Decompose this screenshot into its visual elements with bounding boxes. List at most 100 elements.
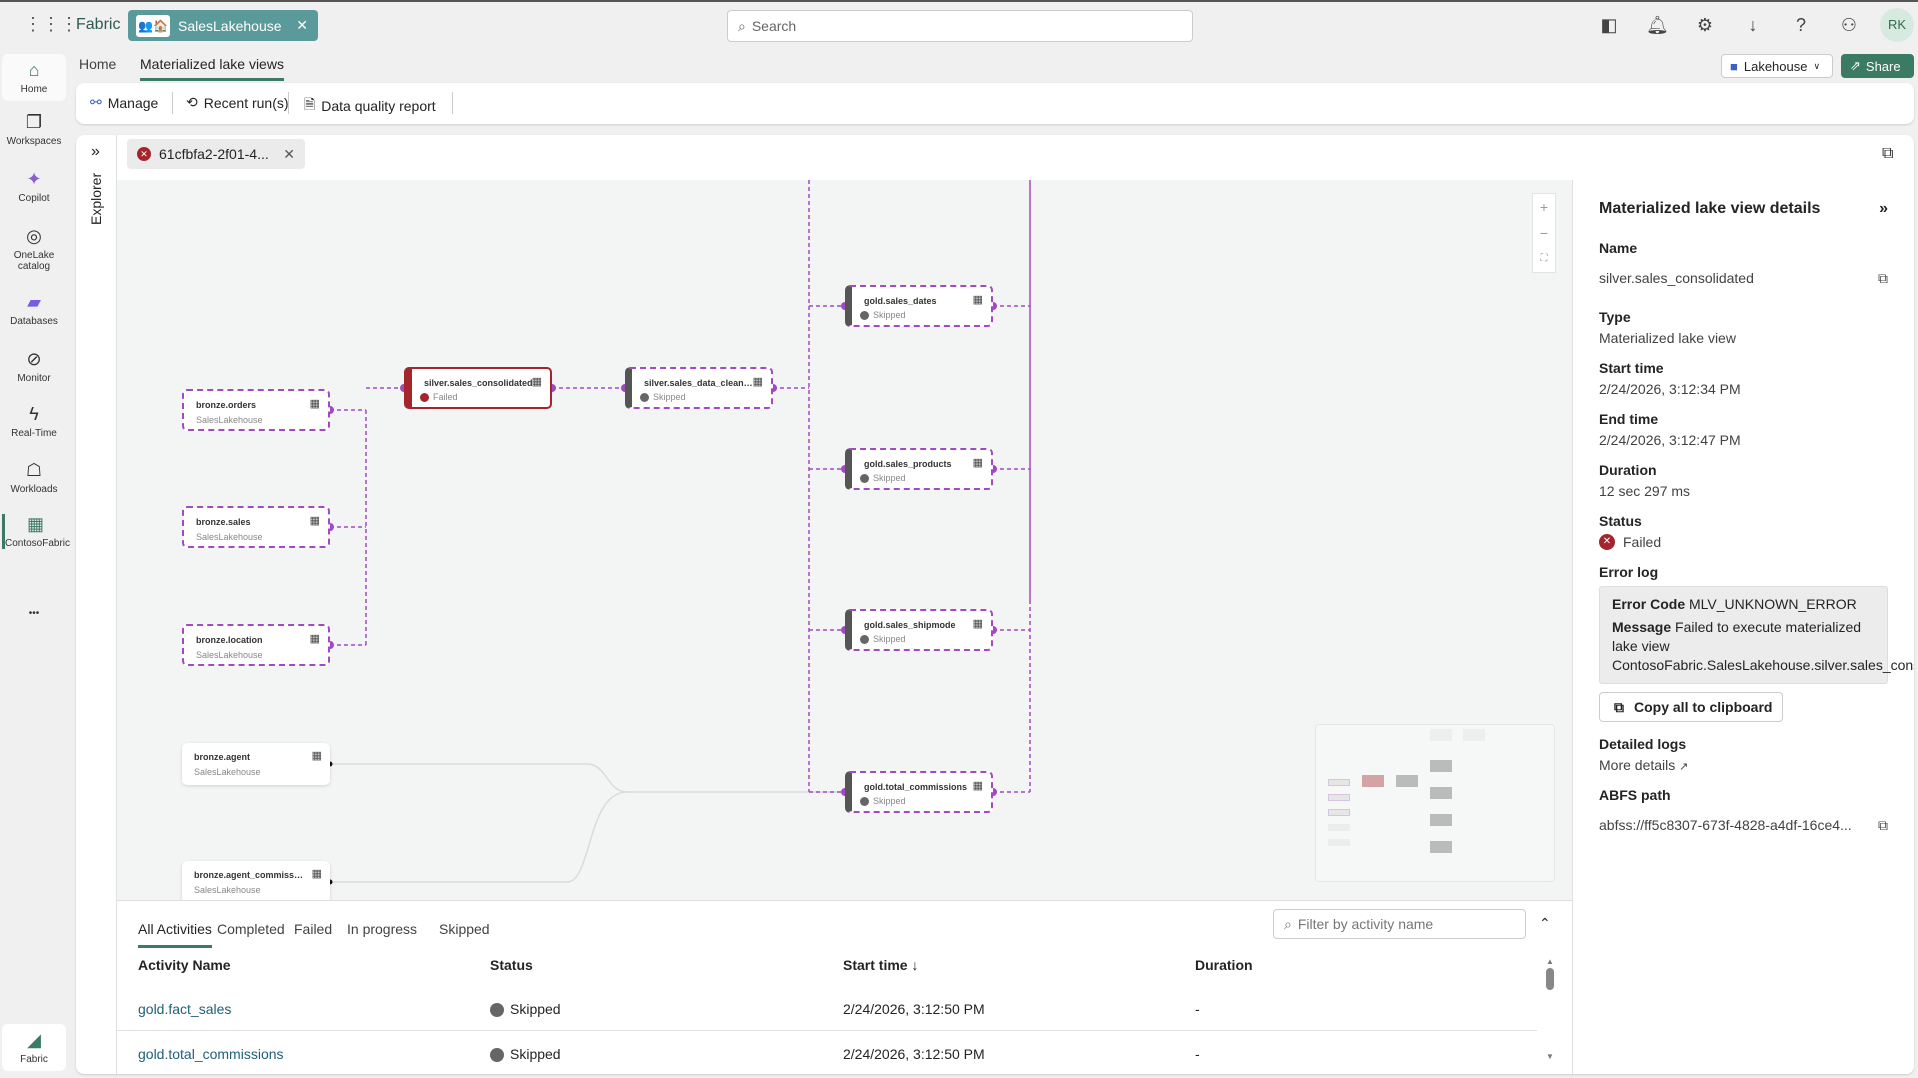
copy-all-button[interactable]: ⧉Copy all to clipboard: [1599, 692, 1783, 722]
zoom-out-icon[interactable]: −: [1539, 225, 1549, 241]
bell-icon[interactable]: 🔔︎: [1646, 15, 1669, 35]
lineage-node[interactable]: bronze.agent_commissio...▦SalesLakehouse: [182, 861, 330, 900]
minimap[interactable]: [1315, 724, 1555, 882]
gear-icon[interactable]: ⚙: [1696, 15, 1714, 35]
column-header-status[interactable]: Status: [490, 957, 533, 973]
item-tab[interactable]: 👥🏠 SalesLakehouse ✕: [128, 10, 318, 41]
zoom-in-icon[interactable]: +: [1539, 199, 1549, 215]
copy-icon[interactable]: ⧉: [1882, 145, 1894, 162]
lineage-node[interactable]: gold.sales_dates▦Skipped: [845, 285, 993, 327]
close-icon[interactable]: ✕: [283, 145, 295, 162]
scroll-down-icon[interactable]: ▼: [1546, 1052, 1554, 1061]
run-tab[interactable]: ✕ 61cfbfa2-2f01-4... ✕: [127, 139, 305, 169]
node-name: gold.sales_shipmode: [864, 620, 956, 630]
recent-runs-button[interactable]: ⟲Recent run(s): [186, 94, 289, 111]
run-tab-label: 61cfbfa2-2f01-4...: [159, 146, 269, 162]
copy-icon[interactable]: ⧉: [1878, 817, 1888, 833]
app-launcher-icon[interactable]: ⋮⋮⋮: [24, 14, 78, 34]
detailed-logs-label: Detailed logs: [1599, 736, 1687, 752]
start-time-cell: 2/24/2026, 3:12:50 PM: [843, 1046, 985, 1062]
lineage-node[interactable]: bronze.sales▦SalesLakehouse: [182, 506, 330, 548]
filter-input[interactable]: ⌕Filter by activity name: [1273, 909, 1526, 939]
lineage-node[interactable]: gold.sales_shipmode▦Skipped: [845, 609, 993, 651]
tab-completed[interactable]: Completed: [217, 921, 285, 937]
lineage-node[interactable]: bronze.orders▦SalesLakehouse: [182, 389, 330, 431]
manage-label: Manage: [107, 94, 159, 111]
nav-label: Databases: [10, 316, 58, 327]
fit-view-icon[interactable]: ⛶: [1540, 253, 1548, 264]
dq-report-label: Data quality report: [321, 98, 436, 114]
column-header-duration[interactable]: Duration: [1195, 957, 1253, 973]
table-icon: ▦: [972, 294, 983, 306]
more-icon[interactable]: •••: [28, 608, 40, 619]
feedback-icon[interactable]: ⚇: [1840, 15, 1858, 35]
tab-materialized-lake-views[interactable]: Materialized lake views: [140, 56, 284, 81]
node-name: bronze.sales: [196, 517, 251, 527]
column-header-start-time[interactable]: Start time ↓: [843, 957, 919, 973]
activity-name-link[interactable]: gold.fact_sales: [138, 1001, 232, 1017]
panel-toggle-icon[interactable]: ◧: [1600, 15, 1618, 35]
lineage-node[interactable]: silver.sales_data_cleaned▦Skipped: [625, 367, 773, 409]
report-icon: 🗎: [304, 96, 316, 112]
lineage-canvas[interactable]: bronze.orders▦SalesLakehouse bronze.sales…: [117, 180, 1572, 900]
collapse-panel-icon[interactable]: »: [1879, 200, 1888, 217]
download-icon[interactable]: ↓: [1748, 15, 1758, 35]
lakehouse-icon: 👥🏠: [136, 14, 170, 37]
copy-icon[interactable]: ⧉: [1878, 270, 1888, 286]
lineage-node[interactable]: bronze.location ▦ SalesLakehouse: [182, 624, 330, 666]
close-icon[interactable]: ✕: [296, 17, 308, 33]
node-name: bronze.agent: [194, 752, 251, 762]
nav-item-databases[interactable]: ▰Databases: [2, 292, 66, 327]
nav-item-onelake-catalog[interactable]: ◎OneLake catalog: [2, 226, 66, 272]
nav-item-monitor[interactable]: ⊘Monitor: [2, 349, 66, 384]
more-details-link[interactable]: More details ↗: [1599, 757, 1888, 773]
nav-item-fabric[interactable]: ◢Fabric: [2, 1024, 66, 1071]
divider: [452, 92, 453, 114]
workspace-icon: ▦: [26, 514, 44, 534]
tab-skipped[interactable]: Skipped: [439, 921, 490, 937]
lineage-node[interactable]: gold.sales_products▦Skipped: [845, 448, 993, 490]
share-button[interactable]: ⇗Share: [1841, 54, 1914, 78]
avatar[interactable]: RK: [1880, 8, 1914, 42]
brand[interactable]: Fabric: [76, 16, 121, 33]
activity-name-link[interactable]: gold.total_commissions: [138, 1046, 284, 1062]
lineage-node[interactable]: silver.sales_consolidated▦Failed: [404, 367, 552, 409]
nav-item-home[interactable]: ⌂Home: [2, 54, 66, 101]
search-input[interactable]: ⌕Search: [727, 10, 1193, 42]
nav-label: Monitor: [17, 373, 51, 384]
node-name: bronze.location: [196, 635, 263, 645]
lineage-node[interactable]: gold.total_commissions▦Skipped: [845, 771, 993, 813]
explorer-label[interactable]: Explorer: [88, 172, 104, 225]
nav-item-copilot[interactable]: ✦Copilot: [2, 169, 66, 204]
tab-all-activities[interactable]: All Activities: [138, 921, 212, 948]
table-row[interactable]: [117, 1032, 1537, 1074]
table-icon: ▦: [309, 633, 320, 645]
scroll-up-icon[interactable]: ▲: [1546, 957, 1554, 966]
node-source: SalesLakehouse: [196, 650, 263, 660]
scrollbar-thumb[interactable]: [1546, 968, 1554, 990]
lineage-node[interactable]: bronze.agent▦SalesLakehouse: [182, 743, 330, 785]
search-icon: ⌕: [738, 17, 746, 34]
top-bar: ⋮⋮⋮ Fabric 👥🏠 SalesLakehouse ✕ ⌕Search ◧…: [0, 0, 1918, 47]
tab-in-progress[interactable]: In progress: [347, 921, 418, 937]
data-quality-report-button[interactable]: 🗎 Data quality report: [304, 94, 436, 118]
manage-button[interactable]: ⚯Manage: [90, 94, 158, 111]
collapse-pane-icon[interactable]: ⌃: [1539, 915, 1551, 931]
lakehouse-dropdown[interactable]: ■Lakehouse∨: [1721, 54, 1833, 78]
column-header-activity-name[interactable]: Activity Name: [138, 957, 231, 973]
table-row[interactable]: [117, 987, 1537, 1031]
help-icon[interactable]: ?: [1795, 15, 1806, 35]
nav-item-workspaces[interactable]: ❐Workspaces: [2, 112, 66, 147]
nav-item-workloads[interactable]: ☖Workloads: [2, 460, 66, 495]
nav-item-contosofabric[interactable]: ▦ContosoFabric: [2, 514, 70, 549]
more-details-label: More details: [1599, 757, 1676, 773]
expand-explorer-icon[interactable]: »: [91, 143, 100, 160]
scrollbar[interactable]: ▲ ▼: [1546, 957, 1556, 1069]
node-status: Skipped: [653, 392, 686, 402]
skipped-icon: [860, 473, 869, 483]
history-icon: ⟲: [186, 94, 198, 110]
tab-failed[interactable]: Failed: [294, 921, 333, 937]
tab-home[interactable]: Home: [79, 56, 117, 72]
details-panel: Materialized lake view details» Name sil…: [1572, 180, 1914, 1074]
